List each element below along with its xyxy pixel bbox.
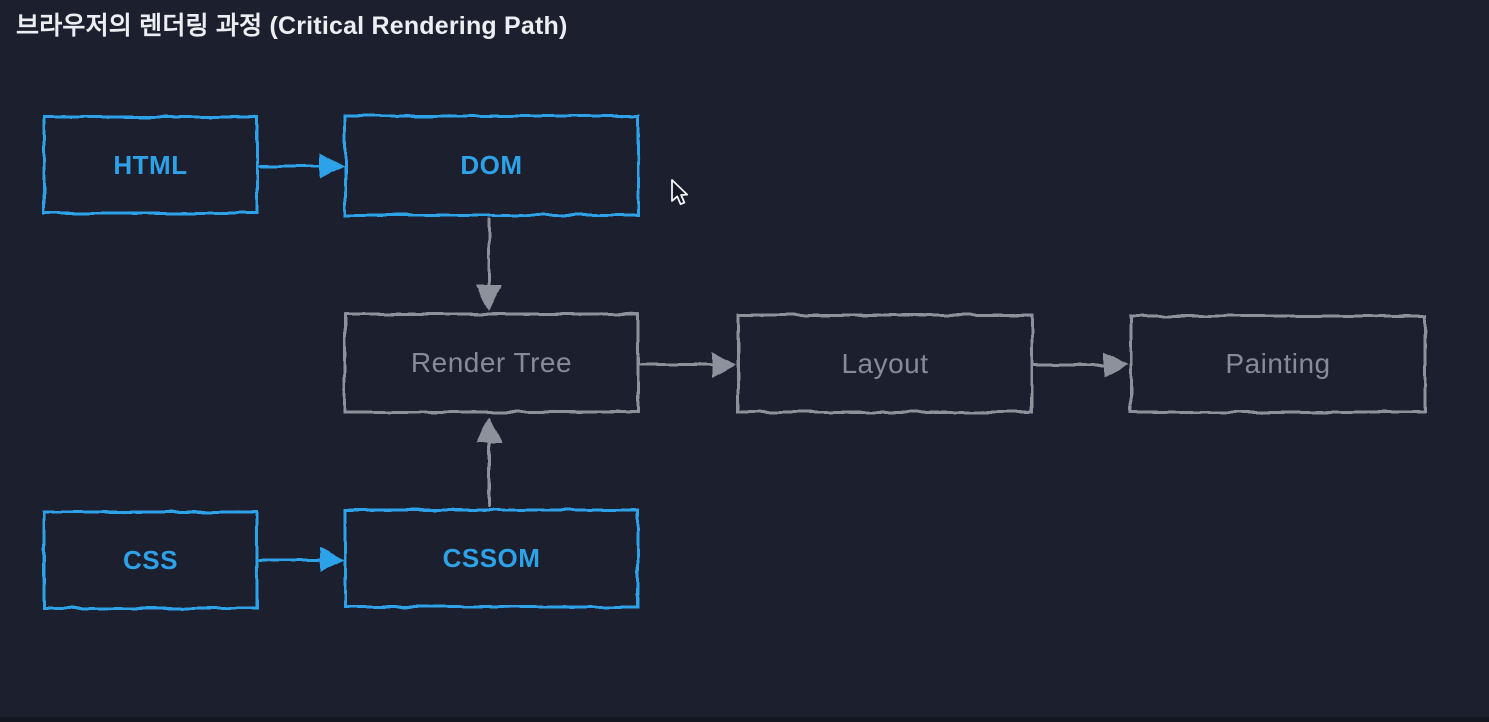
node-css[interactable]: CSS <box>44 512 257 608</box>
arrow-cssom-to-render-tree <box>476 417 502 508</box>
node-layout-label: Layout <box>841 347 929 379</box>
arrow-css-to-cssom <box>258 547 344 573</box>
node-css-label: CSS <box>123 544 178 575</box>
node-dom[interactable]: DOM <box>345 116 638 215</box>
page-title: 브라우저의 렌더링 과정 (Critical Rendering Path) <box>16 12 568 40</box>
node-cssom[interactable]: CSSOM <box>345 510 638 607</box>
arrow-dom-to-render-tree <box>476 217 502 311</box>
mouse-pointer-icon <box>668 178 694 210</box>
node-layout[interactable]: Layout <box>738 315 1032 412</box>
node-cssom-label: CSSOM <box>442 543 541 573</box>
arrow-layout-to-painting <box>1032 352 1128 378</box>
node-painting-label: Painting <box>1225 348 1331 379</box>
arrow-html-to-dom <box>258 153 344 179</box>
node-dom-label: DOM <box>460 150 523 180</box>
node-html-label: HTML <box>113 149 188 180</box>
bottom-edge <box>0 717 1489 722</box>
arrow-render-tree-to-layout <box>639 352 736 378</box>
node-html[interactable]: HTML <box>44 117 257 213</box>
node-render-tree-label: Render Tree <box>410 347 573 378</box>
node-painting[interactable]: Painting <box>1131 316 1425 412</box>
node-render-tree[interactable]: Render Tree <box>345 314 638 412</box>
